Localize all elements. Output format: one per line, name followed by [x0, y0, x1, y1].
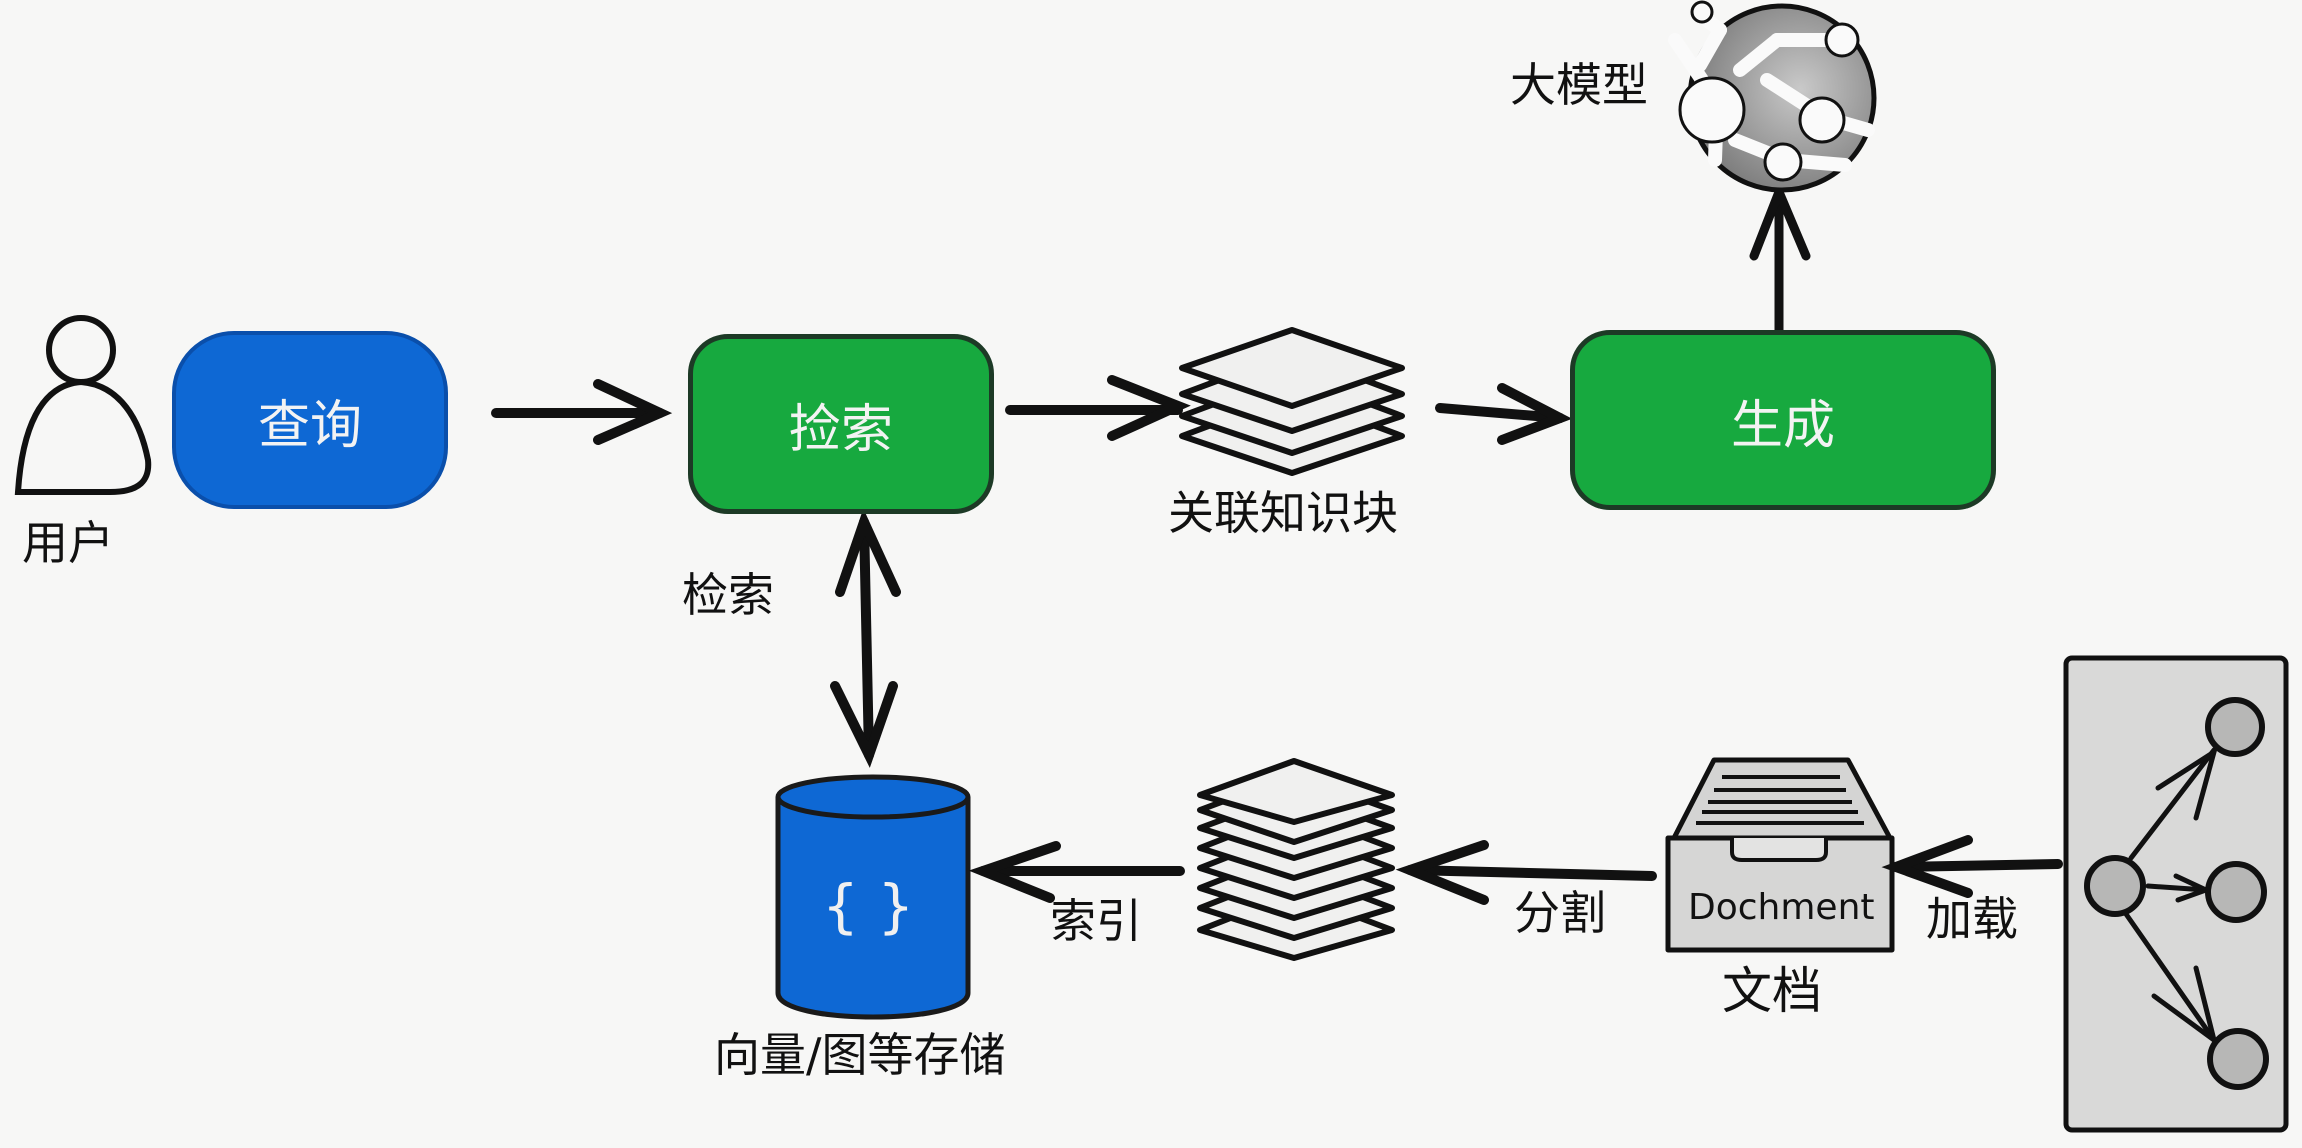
- load-edge-label: 加载: [1926, 892, 2018, 946]
- generate-node[interactable]: 生成: [1570, 330, 1996, 510]
- split-chunks-layers-icon: [1197, 758, 1395, 961]
- arrow-generate-to-llm: [1749, 180, 1811, 337]
- llm-label: 大模型: [1510, 58, 1648, 112]
- arrow-index: [968, 841, 1185, 903]
- arrow-retrieve-store-bidirectional: [830, 508, 901, 768]
- store-label: 向量/图等存储: [714, 1028, 1006, 1082]
- generate-label: 生成: [1730, 395, 1835, 456]
- document-tray-icon: [1665, 757, 1895, 953]
- retrieve-label: 捡索: [788, 399, 893, 460]
- retrieve-store-edge-label: 检索: [682, 568, 774, 622]
- arrow-load: [1881, 835, 2063, 898]
- user-label: 用户: [22, 516, 114, 570]
- query-node[interactable]: 查询: [172, 331, 448, 509]
- query-label: 查询: [257, 395, 362, 456]
- related-chunks-layers-icon: [1179, 327, 1405, 476]
- arrow-query-to-retrieve: [491, 379, 673, 445]
- arrow-split: [1395, 840, 1657, 905]
- index-edge-label: 索引: [1050, 894, 1142, 948]
- document-label: 文档: [1722, 962, 1822, 1020]
- vector-store-cylinder-icon: [775, 774, 971, 1020]
- retrieve-node[interactable]: 捡索: [688, 334, 994, 514]
- user-icon: [14, 315, 152, 495]
- split-edge-label: 分割: [1514, 886, 1606, 940]
- related-chunks-label: 关联知识块: [1168, 486, 1398, 540]
- store-braces-icon: { }: [822, 872, 915, 940]
- arrow-retrieve-to-chunks: [1005, 375, 1191, 441]
- arrow-chunks-to-generate: [1435, 383, 1573, 445]
- document-tray-text: Dochment: [1688, 887, 1875, 928]
- source-graph-icon: [2063, 655, 2289, 1133]
- llm-neural-network-globe-icon: [1668, 0, 1877, 193]
